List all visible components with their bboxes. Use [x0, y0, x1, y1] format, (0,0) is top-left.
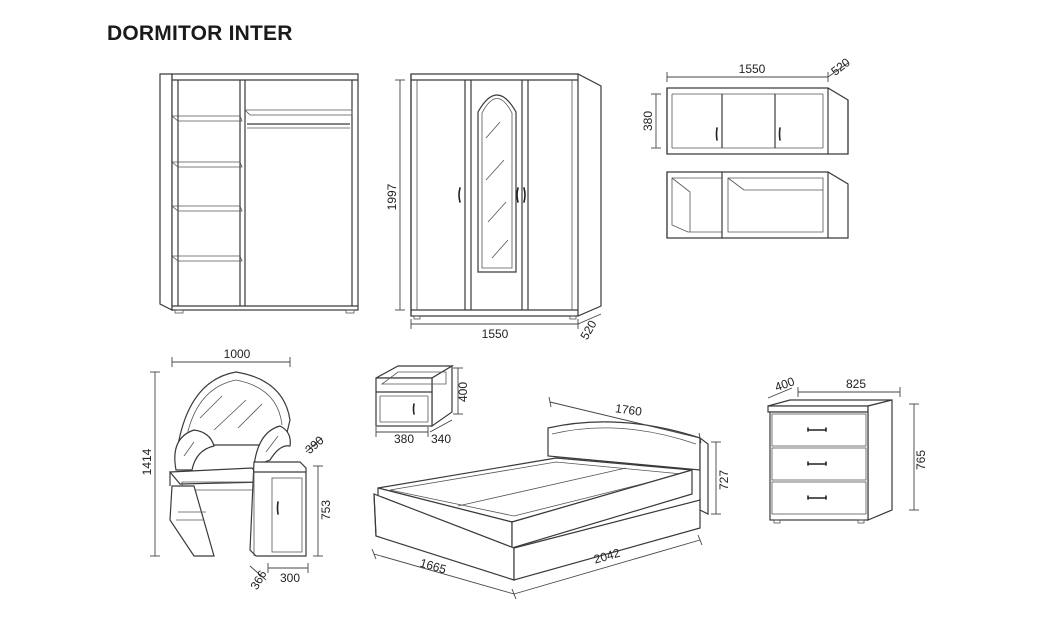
bed-width-label: 1760 — [614, 401, 643, 419]
dressing-table-dimensions — [150, 357, 323, 581]
wardrobe-drawing — [410, 73, 602, 320]
dressing-table-width-label: 1000 — [224, 347, 251, 361]
dressing-table-cabinet-height-label: 753 — [319, 500, 333, 520]
dressing-table-drawing — [168, 371, 307, 557]
wall-cabinet-drawing — [666, 87, 849, 155]
dressing-table-height-label: 1414 — [140, 448, 154, 475]
dresser-dimensions — [767, 387, 919, 511]
wardrobe-width-label: 1550 — [482, 327, 509, 341]
wall-cabinet-depth-label: 520 — [828, 55, 853, 79]
wardrobe-depth-label: 520 — [577, 318, 599, 343]
wall-cabinet-width-label: 1550 — [739, 62, 766, 76]
dressing-table-cabinet-width-label: 300 — [280, 571, 300, 585]
dresser-width-label: 825 — [846, 377, 866, 391]
nightstand-depth-label: 340 — [431, 432, 451, 446]
wardrobe-dimensions — [395, 79, 602, 329]
wardrobe-height-label: 1997 — [385, 183, 399, 210]
nightstand-height-label: 400 — [456, 382, 470, 402]
open-wall-cabinet-drawing — [666, 171, 849, 239]
bed-dimensions — [371, 396, 721, 600]
wall-cabinet-dimensions — [651, 62, 849, 149]
nightstand-dimensions — [375, 367, 463, 437]
open-wardrobe-drawing — [159, 73, 359, 314]
wall-cabinet-height-label: 380 — [641, 111, 655, 131]
page-title: DORMITOR INTER — [107, 22, 293, 45]
bed-frame-width-label: 1665 — [418, 556, 448, 577]
dresser-drawing — [767, 399, 893, 524]
bed-drawing — [373, 421, 709, 581]
nightstand-drawing — [375, 364, 455, 428]
dressing-table-side-depth-label: 390 — [302, 433, 327, 457]
dressing-table-depth-label: 366 — [247, 568, 269, 593]
dresser-depth-label: 400 — [773, 374, 797, 394]
bed-headboard-height-label: 727 — [717, 470, 731, 490]
dresser-height-label: 765 — [914, 450, 928, 470]
nightstand-width-label: 380 — [394, 432, 414, 446]
